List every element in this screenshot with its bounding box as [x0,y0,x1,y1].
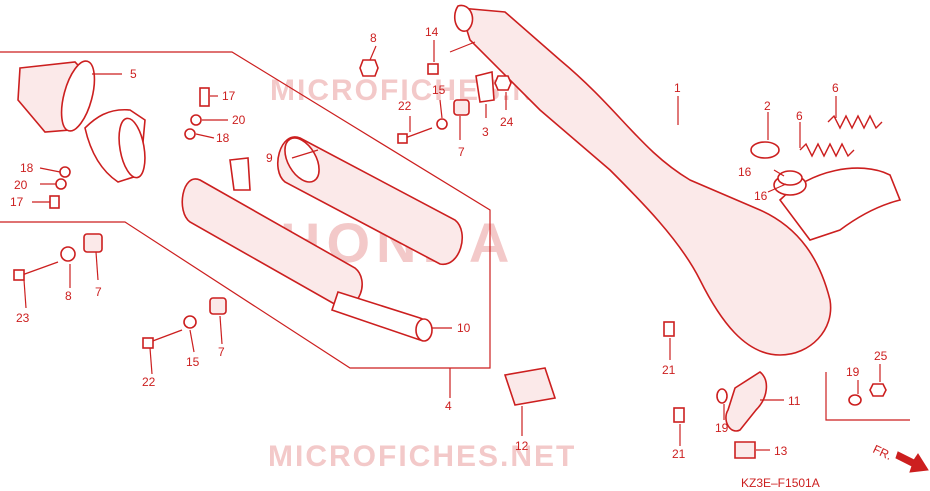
callout-16b: 16 [754,189,768,203]
stay-3 [475,70,495,103]
callout-17a: 17 [222,89,236,103]
callout-20a: 20 [232,113,246,127]
collar-7-right [453,99,470,116]
callout-8b: 8 [65,289,72,303]
callout-16a: 16 [738,165,752,179]
callout-18b: 18 [20,161,34,175]
nut-24 [494,75,512,91]
callout-12: 12 [515,439,529,453]
callout-7a: 7 [95,285,102,299]
callout-labels: 1 2 3 4 5 6 6 7 7 7 8 8 9 10 11 12 13 14… [10,25,888,461]
spring-upper [827,114,883,130]
callout-13: 13 [774,444,788,458]
callout-4: 4 [445,399,452,413]
callout-24: 24 [500,115,514,129]
callout-7b: 7 [218,345,225,359]
callout-22b: 22 [142,375,156,389]
callout-3: 3 [482,125,489,139]
silencer-body-part [181,157,433,342]
bolt-17-left [49,195,60,209]
callout-25: 25 [874,349,888,363]
callout-22a: 22 [398,99,412,113]
bolt-21-upper [663,321,675,337]
bolt-14 [427,63,439,75]
gasket-2 [750,141,780,159]
collar-7-left [209,297,227,315]
rubber-13 [734,441,756,459]
washer-15-right [436,118,448,130]
callout-10: 10 [457,321,471,335]
callout-2: 2 [764,99,771,113]
callout-9: 9 [266,151,273,165]
callout-20b: 20 [14,178,28,192]
silencer-outer-part [277,136,464,265]
washer-20-left [55,178,67,190]
washer-18-left [59,166,71,178]
collar-19-lower [716,388,728,404]
collar-19-right [848,394,862,406]
callout-19a: 19 [715,421,729,435]
callout-14: 14 [425,25,439,39]
washer-15-left [183,315,197,329]
bracket-part [725,371,768,432]
diagram-code: KZ3E–F1501A [741,476,820,490]
callout-7c: 7 [458,145,465,159]
callout-15a: 15 [432,83,446,97]
callout-19b: 19 [846,365,860,379]
nut-8-top [359,59,379,77]
bolt-22-left [142,329,183,349]
gasket-16 [777,170,803,186]
callout-1: 1 [674,81,681,95]
collar-7 [83,233,103,253]
washer-8 [60,246,76,262]
bolt-22-right [397,127,433,144]
callout-8a: 8 [370,31,377,45]
washer-20-top [190,114,202,126]
spring-lower [799,142,855,158]
bolt-23 [13,261,59,281]
front-marker-label: FR. [871,442,894,463]
callout-6a: 6 [832,81,839,95]
washer-18-top [184,128,196,140]
callout-18a: 18 [216,131,230,145]
bolt-21-lower [673,407,685,423]
watermark-bottom: MICROFICHES.NET [268,440,576,473]
callout-21a: 21 [662,363,676,377]
bolt-17-top [199,87,210,107]
callout-11: 11 [788,394,801,408]
grommet-part [503,367,557,406]
right-bracket-marker [825,372,910,421]
callout-15b: 15 [186,355,200,369]
leader-lines [23,40,881,451]
callout-5: 5 [130,67,137,81]
callout-6b: 6 [796,109,803,123]
callout-17b: 17 [10,195,24,209]
expansion-chamber-part [453,4,902,356]
front-direction-arrow: FR. [871,442,929,473]
callout-21b: 21 [672,447,686,461]
nut-25 [869,383,887,397]
end-cap-part [17,60,146,183]
callout-23: 23 [16,311,30,325]
muffler-group-frame [0,51,491,369]
